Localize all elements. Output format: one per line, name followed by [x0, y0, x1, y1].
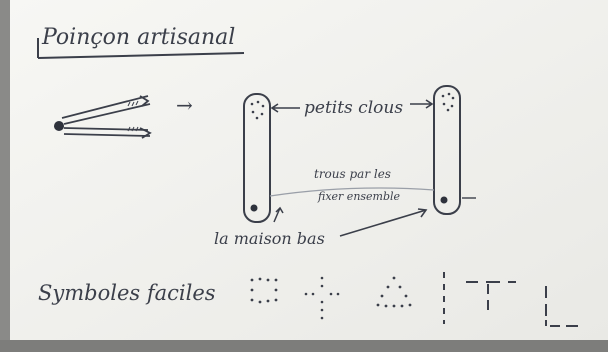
label-la-maison-bas: la maison bas	[214, 229, 325, 248]
symbol-dashed-l	[545, 286, 578, 327]
symbol-dashed-t	[466, 281, 516, 310]
transform-arrow-icon: →	[176, 93, 193, 117]
strip-left	[243, 93, 271, 223]
symbols-caption: Symboles faciles	[38, 281, 216, 305]
symbol-dotted-cross	[304, 276, 340, 320]
label-trous-line2: fixer ensemble	[317, 190, 401, 203]
title-underline	[37, 52, 245, 59]
symbol-dotted-triangle	[376, 276, 412, 308]
strip-right	[433, 85, 461, 215]
label-petits-clous: petits clous	[304, 98, 403, 118]
label-trous: trous par les	[314, 167, 391, 181]
awl-pivot	[54, 121, 64, 131]
symbol-dotted-square	[250, 277, 278, 304]
bottom-pointer-right	[339, 208, 428, 237]
paper-shadow-edge	[0, 340, 608, 352]
awl-sketch	[61, 95, 152, 139]
connecting-curve	[269, 187, 435, 197]
bottom-pointer-up	[273, 206, 284, 223]
clous-pointer-right	[410, 99, 434, 109]
clous-pointer-left	[270, 103, 300, 113]
page-title: Poinçon artisanal	[41, 25, 235, 50]
